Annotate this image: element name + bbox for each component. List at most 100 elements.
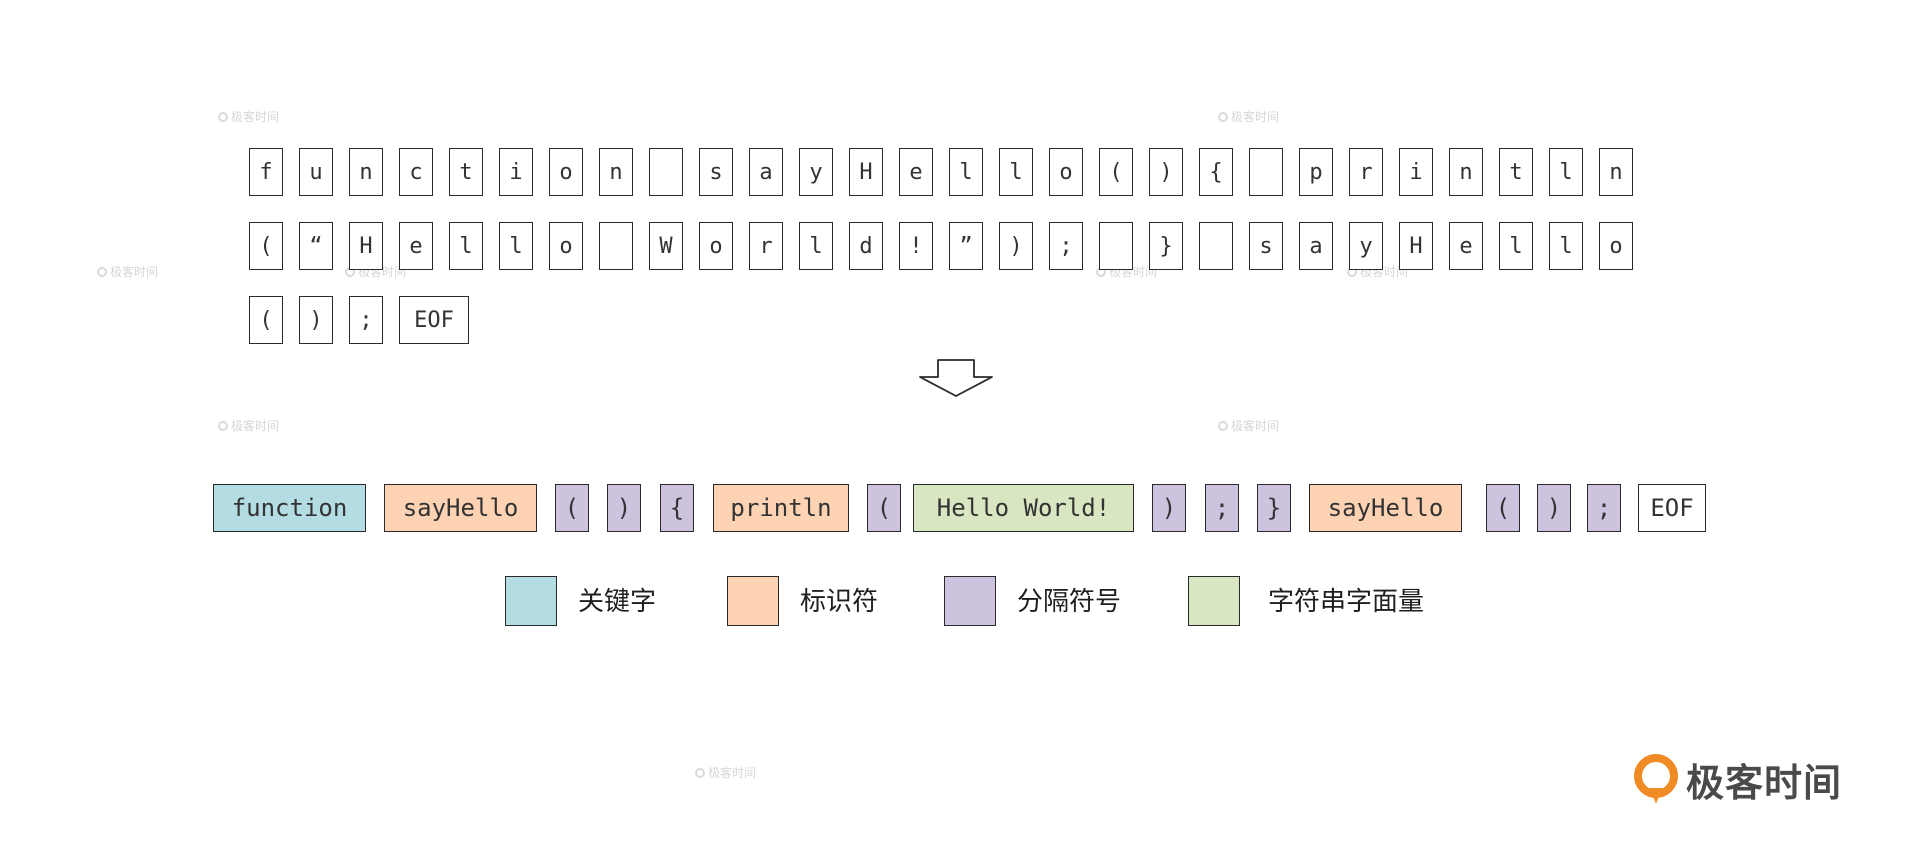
char-cell: ( [249,222,283,270]
watermark-text: 极客时间 [1231,110,1280,124]
char-cell-space [649,148,683,196]
char-cell: } [1149,222,1183,270]
char-cell: o [1599,222,1633,270]
char-cell: “ [299,222,333,270]
char-cell-space [1199,222,1233,270]
token-separator: ( [867,484,901,532]
legend-label-separator: 分隔符号 [1017,587,1122,617]
char-cell: o [549,222,583,270]
char-cell: e [399,222,433,270]
char-cell: ” [949,222,983,270]
legend-label-keyword: 关键字 [578,587,657,617]
char-cell: l [449,222,483,270]
char-cell: t [1499,148,1533,196]
legend-swatch-identifier [727,576,779,626]
watermark: 极客时间 [1218,417,1279,434]
token-separator: ) [1537,484,1571,532]
char-cell: i [1399,148,1433,196]
char-cell: r [749,222,783,270]
char-cell: n [1449,148,1483,196]
token-separator: ( [1486,484,1520,532]
char-cell: e [899,148,933,196]
token-separator: } [1257,484,1291,532]
watermark-text: 极客时间 [110,265,159,279]
watermark-logo-icon [1218,111,1228,122]
char-cell: i [499,148,533,196]
token-eof: EOF [1638,484,1706,532]
char-cell: d [849,222,883,270]
char-cell: s [699,148,733,196]
brand-logo-text: 极客时间 [1686,761,1843,805]
char-cell: l [1499,222,1533,270]
token-keyword: function [213,484,366,532]
char-cell: o [699,222,733,270]
char-cell: p [1299,148,1333,196]
char-cell: n [349,148,383,196]
token-separator: ; [1587,484,1621,532]
token-separator: ) [607,484,641,532]
char-cell-eof: EOF [399,296,469,344]
char-cell: y [799,148,833,196]
char-cell: ) [999,222,1033,270]
watermark-logo-icon [1218,420,1228,431]
char-cell: n [599,148,633,196]
char-cell: ) [299,296,333,344]
char-cell: ( [249,296,283,344]
char-cell: l [1549,222,1583,270]
legend-label-identifier: 标识符 [800,587,879,617]
brand-logo-icon [1634,753,1678,804]
char-cell: r [1349,148,1383,196]
char-cell: l [949,148,983,196]
char-cell: W [649,222,683,270]
char-cell: l [999,148,1033,196]
char-cell-space [1099,222,1133,270]
watermark: 极客时间 [218,108,279,125]
watermark: 极客时间 [1218,108,1279,125]
watermark-text: 极客时间 [231,110,280,124]
char-cell: { [1199,148,1233,196]
char-cell: ; [349,296,383,344]
char-cell-space [1249,148,1283,196]
token-separator: ) [1152,484,1186,532]
legend-swatch-keyword [505,576,557,626]
token-separator: ; [1205,484,1239,532]
char-cell: o [549,148,583,196]
char-cell: l [1549,148,1583,196]
char-cell: ; [1049,222,1083,270]
char-cell: H [349,222,383,270]
watermark-text: 极客时间 [1231,419,1280,433]
char-cell: s [1249,222,1283,270]
char-cell: ) [1149,148,1183,196]
brand-logo: 极客时间 [1632,752,1842,807]
watermark: 极客时间 [695,764,756,781]
watermark-text: 极客时间 [708,766,757,780]
token-identifier: sayHello [1309,484,1462,532]
char-cell: H [849,148,883,196]
legend-swatch-string [1188,576,1240,626]
char-cell: ! [899,222,933,270]
char-cell-space [599,222,633,270]
watermark-logo-icon [695,767,705,778]
watermark: 极客时间 [97,263,158,280]
down-arrow-icon [919,359,993,397]
char-cell: a [1299,222,1333,270]
char-cell: o [1049,148,1083,196]
legend-swatch-separator [944,576,996,626]
char-cell: H [1399,222,1433,270]
token-identifier: println [713,484,849,532]
char-cell: t [449,148,483,196]
char-cell: l [799,222,833,270]
char-cell: l [499,222,533,270]
char-cell: c [399,148,433,196]
char-cell: y [1349,222,1383,270]
char-cell: n [1599,148,1633,196]
char-cell: ( [1099,148,1133,196]
token-separator: ( [555,484,589,532]
char-cell: u [299,148,333,196]
watermark-logo-icon [97,266,107,277]
char-cell: e [1449,222,1483,270]
token-separator: { [660,484,694,532]
watermark: 极客时间 [218,417,279,434]
